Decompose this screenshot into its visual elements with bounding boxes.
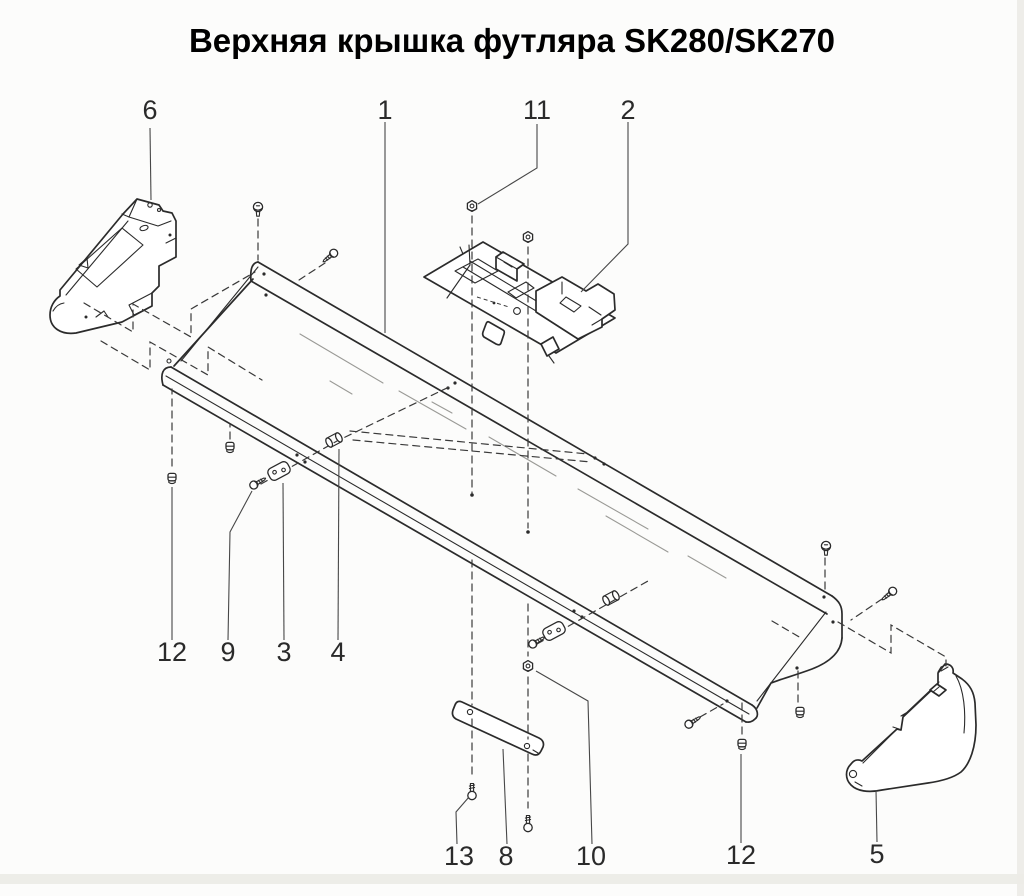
part-9-screw: [247, 474, 269, 492]
callout-label-2: 2: [620, 95, 635, 125]
part-11-nut-second: [522, 230, 534, 244]
callout-label-1: 1: [377, 95, 392, 125]
callout-leader-8: [502, 748, 508, 845]
back-rail-bottom-edge: [250, 280, 828, 615]
panel-left-edge-inner: [180, 266, 259, 362]
front-rail-left-stud: [166, 358, 172, 364]
page-title: Верхняя крышка футляра SK280/SK270: [189, 22, 835, 59]
phantom-outline-left-lower: [100, 340, 263, 381]
axis-mid-clip: [536, 580, 649, 645]
screw-bottom-right-angled: [682, 712, 704, 731]
callout-label-3: 3: [276, 637, 291, 667]
callout-leader-13: [455, 796, 470, 845]
part-8-strip-plate: [451, 700, 545, 756]
screw-top-left: [252, 201, 264, 217]
callout-leader-2: [580, 122, 629, 293]
front-rail-left-cap: [161, 366, 172, 386]
screw-top-left-angled: [319, 246, 340, 266]
part-1-cover-panel: [161, 261, 843, 723]
back-rail-left-cap: [249, 261, 259, 282]
axis-spacer-4: [349, 430, 592, 463]
callout-leader-10: [535, 670, 593, 845]
part-11-nut: [466, 199, 478, 213]
callout-label-12a: 12: [157, 637, 187, 667]
callout-label-13: 13: [444, 841, 474, 871]
screw-top-right: [820, 540, 832, 556]
part-3-clip: [265, 459, 293, 483]
phantom-outline-left-upper: [83, 271, 256, 339]
panel-hole-dots: [262, 272, 835, 703]
front-rail-top-edge: [170, 366, 753, 706]
screw-under-plate: [523, 814, 533, 833]
spacer-mid: [600, 589, 622, 607]
part-12-nut-right: [737, 738, 747, 751]
callout-leader-11: [477, 124, 538, 205]
callout-label-11: 11: [523, 95, 551, 125]
callout-leader-4: [337, 448, 340, 641]
back-rail-top-edge: [257, 261, 833, 597]
phantom-outline-right: [771, 620, 947, 667]
callout-leader-9: [227, 490, 253, 641]
callout-label-8: 8: [498, 841, 513, 871]
part-6-left-bracket: [49, 198, 177, 335]
screw-top-right-angled: [878, 584, 899, 604]
bracket-slot-cutout: [454, 258, 499, 284]
callout-label-12b: 12: [726, 840, 756, 870]
callout-label-10: 10: [576, 841, 606, 871]
callout-label-4: 4: [330, 637, 345, 667]
callout-leader-5: [875, 789, 878, 843]
panel-right-bend-line: [756, 611, 827, 702]
bracket-window-cutout: [75, 227, 144, 288]
front-rail-bottom-edge: [162, 384, 747, 723]
scan-band-bottom: [0, 874, 1024, 884]
part-5-right-bracket: [845, 663, 977, 793]
part-4-spacer: [323, 431, 345, 449]
panel-right-wall: [756, 637, 843, 709]
panel-right-top-corner: [831, 595, 843, 639]
part-2-center-bracket: [423, 241, 616, 364]
panel-sheen-lines: [299, 333, 727, 579]
callout-label-6: 6: [142, 95, 157, 125]
callout-leader-6: [149, 127, 152, 201]
callout-label-5: 5: [869, 839, 884, 869]
front-rail-right-cap: [745, 704, 759, 723]
nut-bottom-right: [795, 706, 805, 719]
scan-band-right: [1017, 0, 1024, 896]
callout-leader-3: [282, 482, 285, 641]
front-rail-mid-line: [165, 375, 750, 715]
clip-mid: [540, 619, 568, 643]
part-12-nut-left: [167, 472, 177, 485]
nut-front-rail: [225, 441, 235, 454]
bracket-bottom-tab: [481, 320, 506, 346]
part-10-nut: [522, 659, 534, 673]
panel-left-edge: [173, 278, 254, 367]
callout-label-9: 9: [220, 637, 235, 667]
